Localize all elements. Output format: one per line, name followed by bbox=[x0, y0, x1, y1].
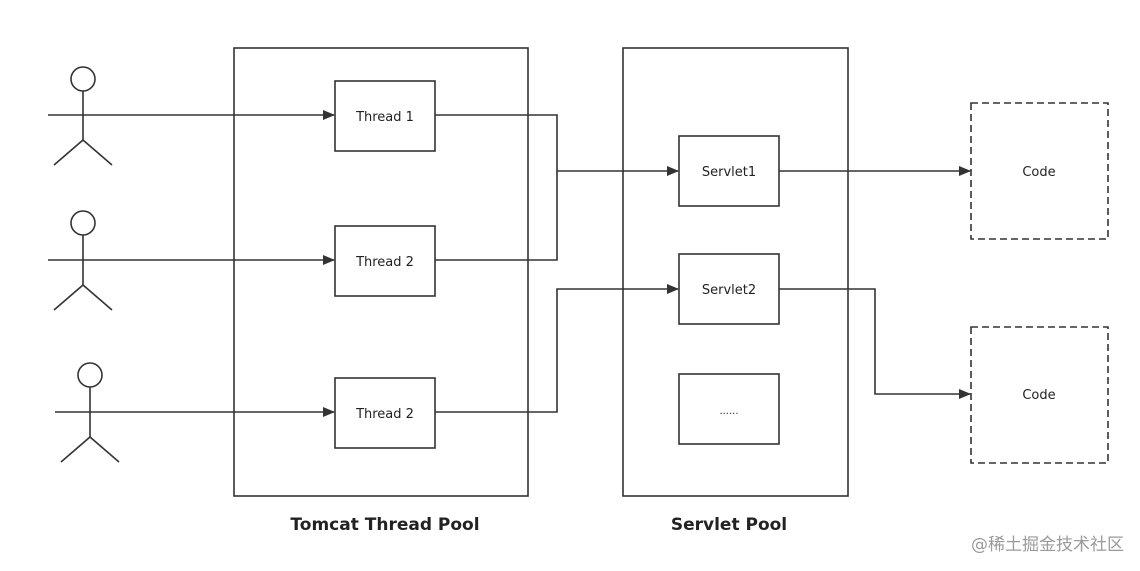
servlet-box-3: ...... bbox=[678, 373, 780, 445]
arrow-servlet2-code2 bbox=[779, 288, 971, 399]
thread-label-2: Thread 2 bbox=[355, 255, 414, 270]
connector-thread1-merge bbox=[435, 114, 558, 171]
thread-label-3: Thread 2 bbox=[355, 407, 414, 422]
servlet-box-2: Servlet2 bbox=[678, 253, 780, 325]
servlet-pool-box bbox=[622, 47, 849, 497]
servlet-box-1: Servlet1 bbox=[678, 135, 780, 207]
servlet-label-2: Servlet2 bbox=[702, 283, 756, 298]
actor-user-3 bbox=[55, 362, 125, 463]
actor-user-2 bbox=[48, 210, 118, 311]
connector-thread2-merge bbox=[435, 171, 558, 261]
servlet-label-1: Servlet1 bbox=[702, 165, 756, 180]
tomcat-thread-pool-box bbox=[233, 47, 529, 497]
code-box-2: Code bbox=[970, 326, 1109, 464]
tomcat-pool-label: Tomcat Thread Pool bbox=[290, 515, 479, 535]
thread-label-1: Thread 1 bbox=[355, 110, 414, 125]
thread-box-1: Thread 1 bbox=[334, 80, 436, 152]
code-box-1: Code bbox=[970, 102, 1109, 240]
servlet-label-3: ...... bbox=[719, 406, 738, 417]
thread-box-2: Thread 2 bbox=[334, 225, 436, 297]
arrow-thread3-servlet2 bbox=[435, 284, 679, 413]
actor-user-1 bbox=[48, 66, 118, 166]
watermark-text: @稀土掘金技术社区 bbox=[971, 535, 1124, 555]
thread-box-3: Thread 2 bbox=[334, 377, 436, 449]
code-label-1: Code bbox=[1022, 165, 1055, 180]
code-label-2: Code bbox=[1022, 388, 1055, 403]
servlet-pool-label: Servlet Pool bbox=[671, 515, 787, 535]
